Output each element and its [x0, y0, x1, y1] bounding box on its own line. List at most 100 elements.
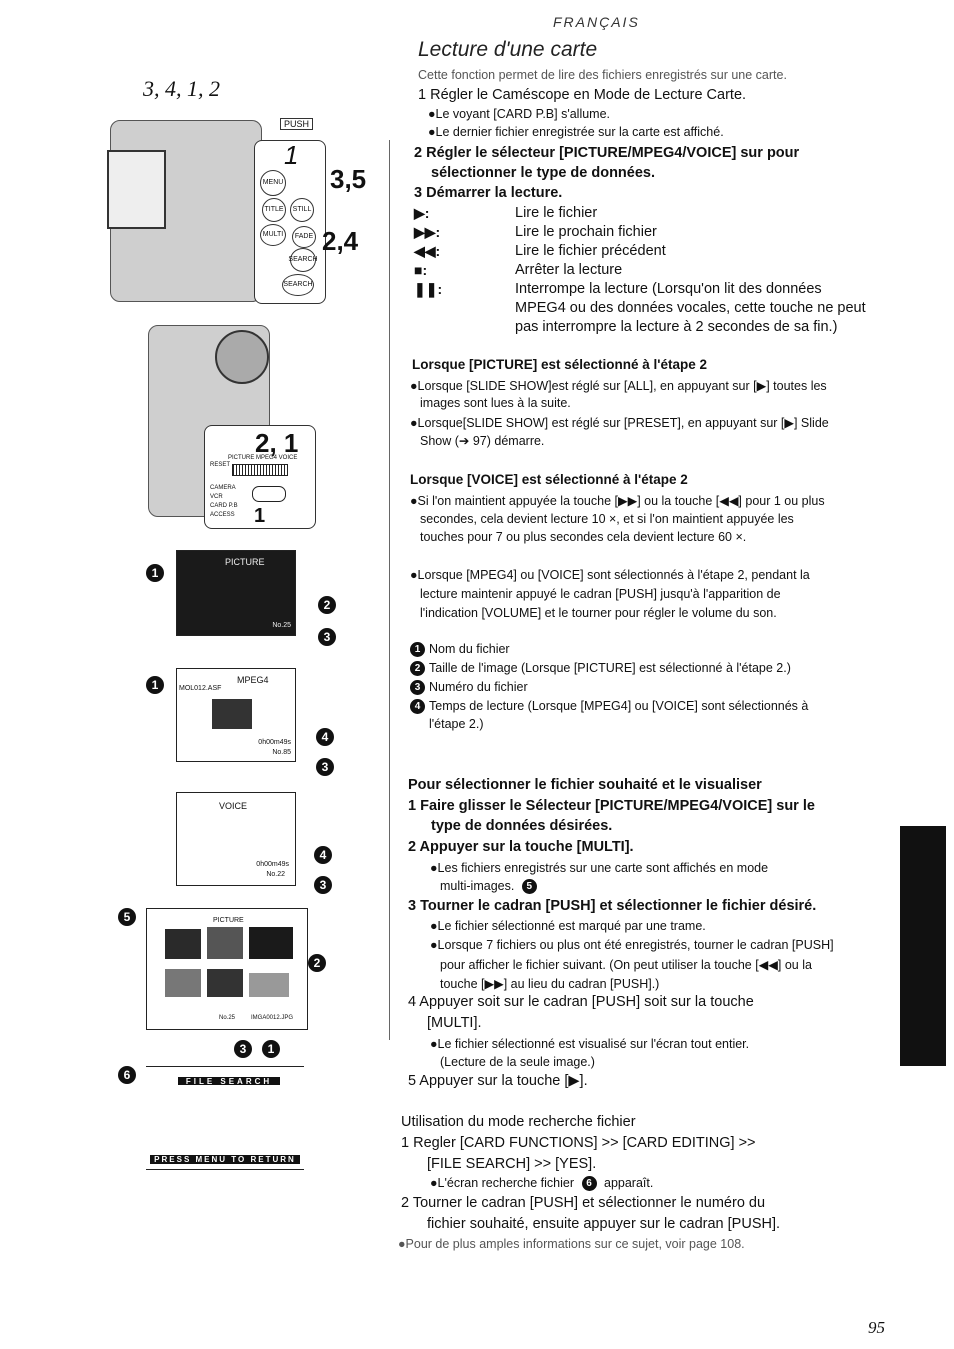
badge-3: 3 — [318, 628, 336, 646]
screen-mpeg4-thumb — [212, 699, 252, 729]
select-step-3-bullet-1: ●Le fichier sélectionné est marqué par u… — [430, 919, 706, 933]
volume-bullet-b: lecture maintenir appuyé le cadran [PUSH… — [420, 587, 781, 601]
next-symbol: ▶▶: — [414, 224, 441, 240]
search-step-1a: 1 Regler [CARD FUNCTIONS] >> [CARD EDITI… — [401, 1135, 756, 1151]
voice-bullet-c: touches pour 7 ou plus secondes cela dev… — [420, 530, 747, 544]
fade-button[interactable]: FADE — [292, 226, 316, 248]
select-step-2: 2 Appuyer sur la touche [MULTI]. — [408, 839, 634, 855]
pause-desc-2: MPEG4 ou des données vocales, cette touc… — [515, 300, 866, 316]
screen-mpeg4-file: MOL012.ASF — [179, 685, 222, 692]
badge-4b: 4 — [314, 846, 332, 864]
access-label: ACCESS — [210, 512, 235, 518]
mode-vcr: VCR — [210, 494, 223, 500]
camcorder-lcd — [107, 150, 166, 229]
picture-bullet-2a: ●Lorsque[SLIDE SHOW] est réglé sur [PRES… — [410, 416, 829, 430]
thumb-5[interactable] — [207, 969, 243, 997]
badge-3d: 3 — [234, 1040, 252, 1058]
language-header: FRANÇAIS — [553, 14, 640, 30]
badge-4: 4 — [316, 728, 334, 746]
screen-mpeg4-time: 0h00m49s — [258, 739, 291, 746]
mode-card-pb: CARD P.B — [210, 503, 238, 509]
select-step-4b: [MULTI]. — [427, 1015, 482, 1031]
select-step-4-bullet-b: (Lecture de la seule image.) — [440, 1055, 595, 1069]
reset-label: RESET — [210, 462, 231, 468]
pause-symbol: ❚❚: — [414, 281, 443, 297]
screen-picture: PICTURE No.25 — [176, 550, 296, 636]
legend-1: 1 Nom du fichier — [410, 642, 510, 658]
search-back-button[interactable]: SEARCH — [282, 274, 314, 296]
step-1-bullet-2: ●Le dernier fichier enregistrée sur la c… — [428, 125, 724, 139]
step-2-line2: sélectionner le type de données. — [431, 165, 656, 181]
prev-desc: Lire le fichier précédent — [515, 243, 666, 259]
page-title: Lecture d'une carte — [418, 38, 598, 61]
legend-badge-2: 2 — [410, 661, 425, 677]
multi-button[interactable]: MULTI — [260, 224, 286, 246]
thumb-6[interactable] — [249, 973, 289, 997]
intro-text: Cette fonction permet de lire des fichie… — [418, 68, 787, 82]
selector-labels: PICTURE MPEG4 VOICE — [228, 455, 298, 461]
legend-badge-3: 3 — [410, 680, 425, 696]
badge-3c: 3 — [314, 876, 332, 894]
pause-desc-1: Interrompe la lecture (Lorsqu'on lit des… — [515, 281, 822, 297]
callout-1: 1 — [284, 140, 299, 170]
thumb-4[interactable] — [165, 969, 201, 997]
search-step-1-bullet: ●L'écran recherche fichier 6 apparaît. — [430, 1176, 654, 1192]
stop-symbol: ■: — [414, 262, 428, 278]
play-symbol: ▶: — [414, 205, 430, 221]
column-divider — [389, 140, 390, 1040]
callout-1b: 1 — [254, 505, 266, 527]
select-step-3-bullet-2c: touche [▶▶] au lieu du cadran [PUSH].) — [440, 977, 660, 991]
thumb-3[interactable] — [249, 927, 293, 959]
play-desc: Lire le fichier — [515, 205, 598, 221]
screen-multi: PICTURE No.25 IMGA0012.JPG — [146, 908, 308, 1030]
step-1-bullet-1: ●Le voyant [CARD P.B] s'allume. — [428, 107, 611, 121]
mode-camera: CAMERA — [210, 485, 236, 491]
screen-voice-no: No.22 — [266, 871, 285, 878]
badge-2: 2 — [318, 596, 336, 614]
picture-bullet-2b: Show (➔ 97) démarre. — [420, 434, 545, 448]
prev-symbol: ◀◀: — [414, 243, 441, 259]
volume-bullet-c: l'indication [VOLUME] et le tourner pour… — [420, 606, 777, 620]
thumb-1[interactable] — [165, 929, 201, 959]
title-button[interactable]: TITLE — [262, 198, 286, 222]
section-tab-marker — [900, 826, 946, 1066]
badge-2b: 2 — [308, 954, 326, 972]
legend-1-text: Nom du fichier — [429, 642, 510, 656]
select-step-2-bullet-b-text: multi-images. — [440, 879, 515, 893]
legend-4b: l'étape 2.) — [429, 717, 484, 731]
callout-2-1: 2, 1 — [255, 428, 299, 458]
file-search-title: FILE SEARCH — [178, 1077, 280, 1086]
search-heading: Utilisation du mode recherche fichier — [401, 1114, 636, 1130]
legend-badge-1: 1 — [410, 642, 425, 658]
screen-picture-label: PICTURE — [225, 557, 265, 567]
legend-2-text: Taille de l'image (Lorsque [PICTURE] est… — [429, 661, 791, 675]
badge-1b: 1 — [146, 676, 164, 694]
mode-switch[interactable] — [252, 486, 286, 502]
menu-button[interactable]: MENU — [260, 170, 286, 196]
screen-mpeg4-label: MPEG4 — [237, 675, 269, 685]
badge-1c: 1 — [262, 1040, 280, 1058]
picture-bullet-1b: images sont lues à la suite. — [420, 396, 571, 410]
legend-badge-4: 4 — [410, 699, 425, 715]
search-step-1-bullet-end: apparaît. — [604, 1176, 654, 1190]
search-step-2a: 2 Tourner le cadran [PUSH] et sélectionn… — [401, 1195, 766, 1211]
screen-multi-file: IMGA0012.JPG — [251, 1015, 294, 1021]
select-badge-5: 5 — [521, 879, 537, 895]
thumb-2[interactable] — [207, 927, 243, 959]
selector-switch[interactable] — [232, 464, 288, 476]
voice-bullet-b: secondes, cela devient lecture 10 ×, et … — [420, 512, 794, 526]
search-step-2b: fichier souhaité, ensuite appuyer sur le… — [427, 1216, 781, 1232]
next-desc: Lire le prochain fichier — [515, 224, 657, 240]
select-step-3-bullet-2b: pour afficher le fichier suivant. (On pe… — [440, 958, 812, 972]
still-button[interactable]: STILL — [290, 198, 314, 222]
screen-voice-label: VOICE — [219, 801, 248, 811]
picture-subheading: Lorsque [PICTURE] est sélectionné à l'ét… — [412, 357, 708, 372]
page-number: 95 — [868, 1318, 885, 1337]
selector-panel — [204, 425, 316, 529]
badge-3b: 3 — [316, 758, 334, 776]
search-forward-button[interactable]: SEARCH — [288, 248, 318, 272]
select-step-2-bullet-b: multi-images. 5 — [440, 879, 541, 895]
callout-2-4: 2,4 — [322, 226, 359, 256]
